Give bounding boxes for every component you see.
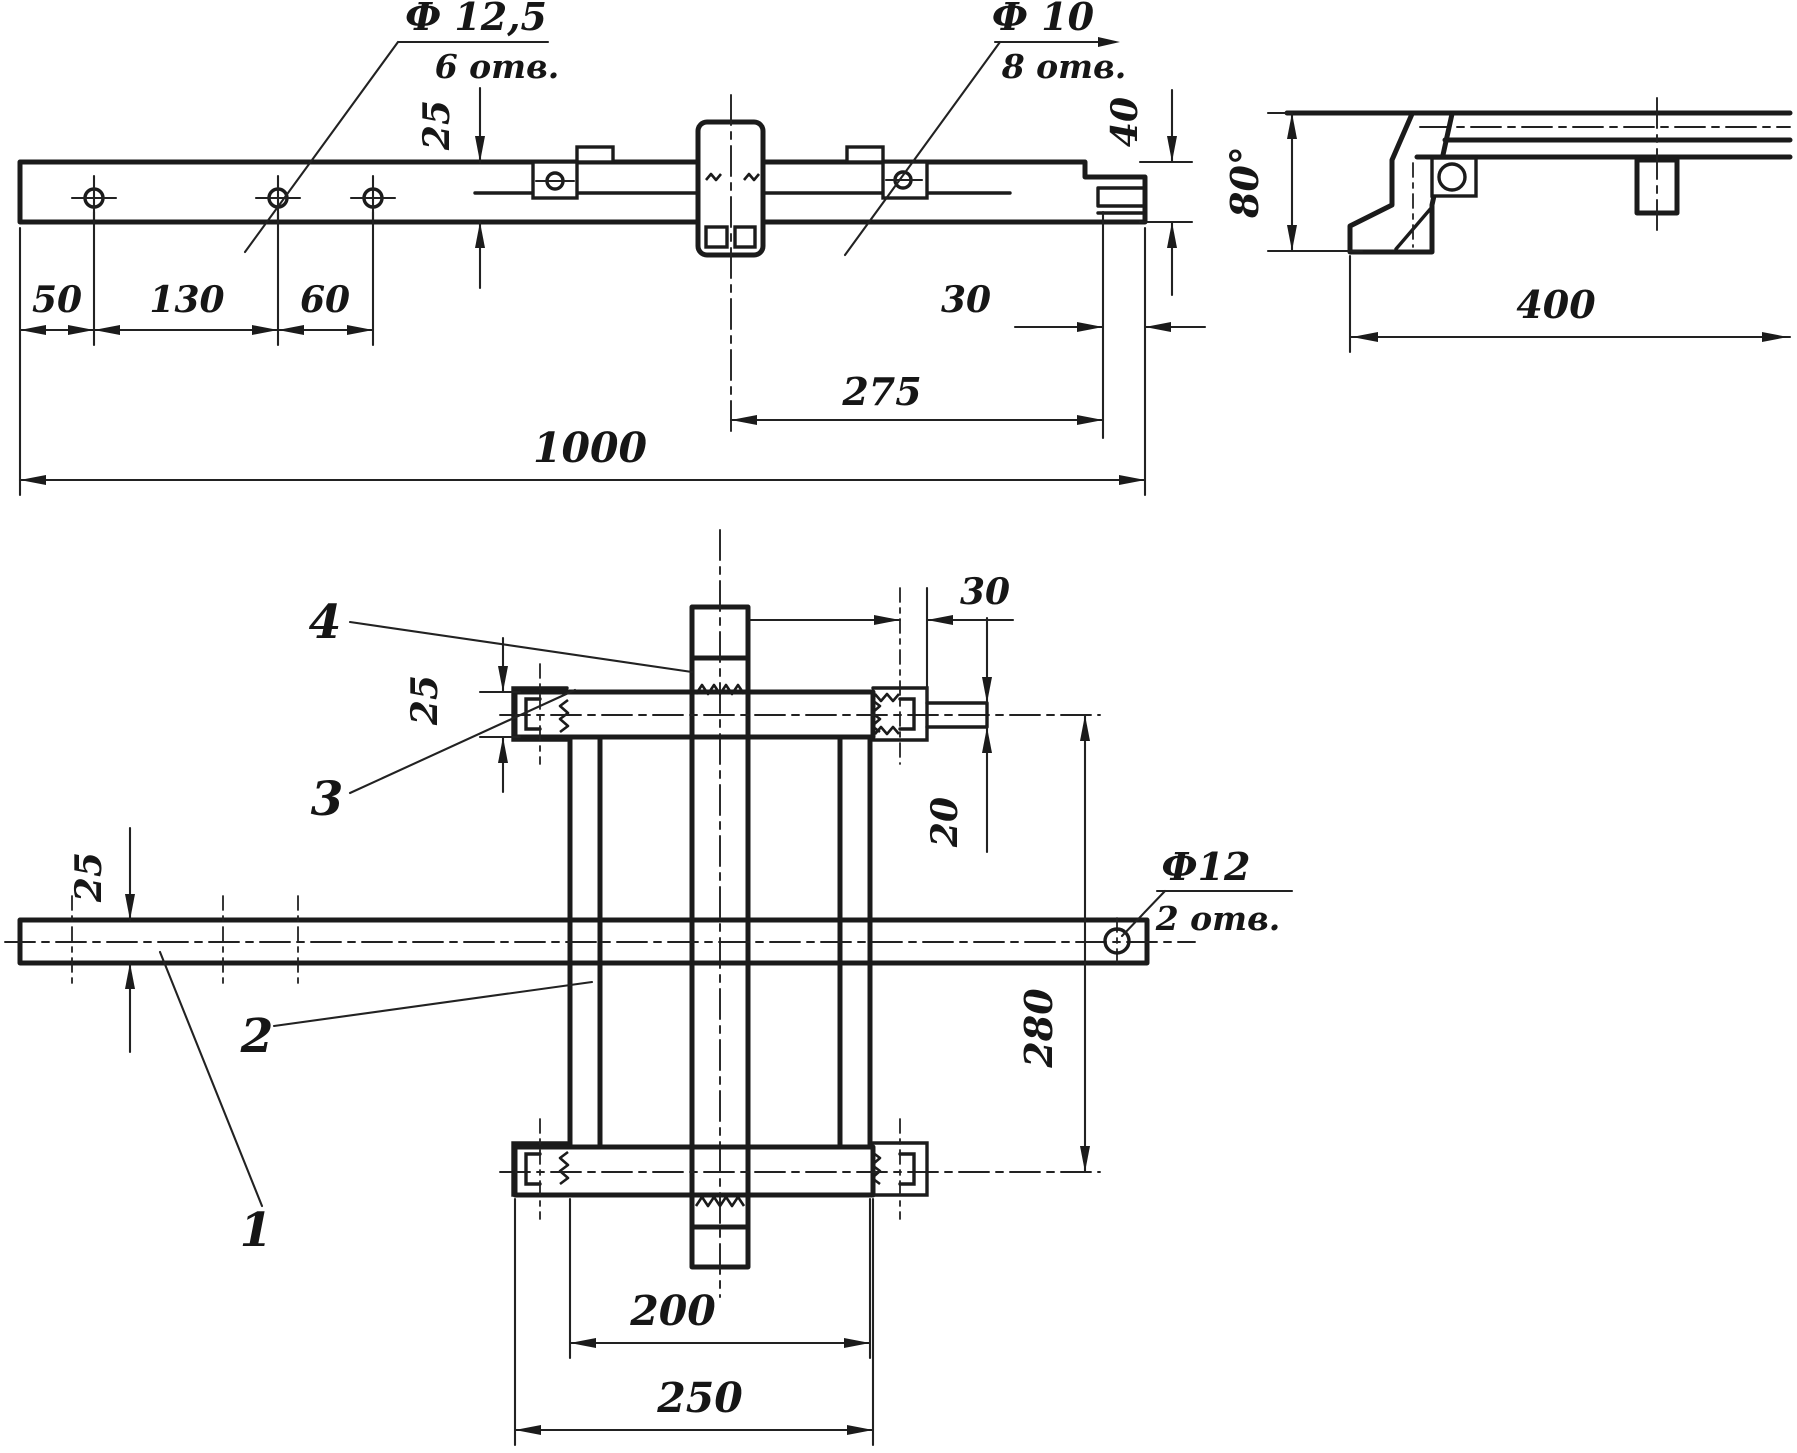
dim-side-25: 25 [416,86,485,290]
side-view: Ф 12,5 6 отв. Ф 10 8 отв. 25 50 1 [17,0,1207,497]
column [689,529,751,1298]
dim-1000: 1000 [18,424,1147,485]
dim-275: 275 [729,369,1105,425]
end-hanger-block [1634,97,1680,238]
callout-dia12-5-holes: 6 отв. [435,47,560,86]
crossbar-bottom [499,1144,1101,1198]
dim-80: 80° [1222,111,1364,253]
part-label-4: 4 [309,595,342,650]
bracket-bottom-left [511,1118,569,1220]
end-bracket [1347,111,1455,255]
bar-holes [70,174,397,222]
part-label-1: 1 [240,1203,273,1258]
tab-left [575,145,615,164]
dim-80-value: 80° [1222,146,1267,219]
dim-plan-30: 30 [748,571,1015,702]
dim-280-value: 280 [1016,988,1061,1069]
clamp-block [695,94,766,439]
callout-dia10: Ф 10 8 отв. [843,0,1127,257]
dim-280: 280 [1016,713,1090,1174]
dim-250-value: 250 [656,1374,743,1422]
callout-dia12-5-value: Ф 12,5 [405,0,547,39]
callout-dia12-holes: 2 отв. [1155,899,1281,938]
gate-tab [925,701,989,729]
callout-dia10-value: Ф 10 [992,0,1095,39]
end-view: 80° 400 [1222,97,1793,354]
callout-dia12-5: Ф 12,5 6 отв. [243,0,560,254]
dim-plan-30-value: 30 [960,571,1010,613]
bracket-top-left [511,663,569,765]
dim-side-30-value: 30 [941,279,991,321]
dim-50-value: 50 [32,279,82,321]
dim-60-value: 60 [300,279,350,321]
end-bar-lines [1284,110,1793,160]
dim-side-30: 30 [941,210,1207,497]
dim-200-value: 200 [629,1287,716,1335]
tab-right [845,145,885,164]
dim-275-value: 275 [841,369,921,414]
callout-dia10-holes: 8 отв. [1001,47,1127,86]
part-label-2: 2 [240,1009,274,1064]
pin-block-left [531,160,579,200]
dim-1000-value: 1000 [533,424,648,472]
dim-40-value: 40 [1104,97,1146,147]
dim-crossbar-25: 25 [404,636,522,794]
callout-dia12: Ф12 2 отв. [1120,844,1294,938]
dim-130-value: 130 [149,279,224,321]
bracket-bottom-right [871,1118,929,1220]
dim-crossbar-25-value: 25 [404,675,446,726]
dim-arm-25: 25 [68,826,135,1054]
bracket-top-right [871,587,929,765]
dim-side-25-value: 25 [416,100,458,151]
dim-row-holes: 50 130 60 [18,210,375,497]
callout-dia12-value: Ф12 [1162,844,1251,889]
dim-arm-25-value: 25 [68,852,110,903]
dim-400-value: 400 [1516,282,1596,327]
dim-20-value: 20 [924,797,966,848]
dim-200: 200 [568,1197,872,1360]
part-label-3: 3 [311,772,344,827]
arm [4,895,1196,989]
dim-250: 250 [513,1197,875,1447]
plan-view: Ф12 2 отв. 30 20 25 25 [4,529,1294,1447]
crossbar-top [499,689,1101,740]
dim-20: 20 [924,616,992,854]
dim-400: 400 [1348,254,1792,354]
bar-outline [17,159,1148,225]
part-labels: 4 3 2 1 [158,595,694,1258]
end-pin-block [1430,156,1478,198]
dim-40: 40 [1104,88,1194,297]
hook-slot [1096,186,1147,215]
